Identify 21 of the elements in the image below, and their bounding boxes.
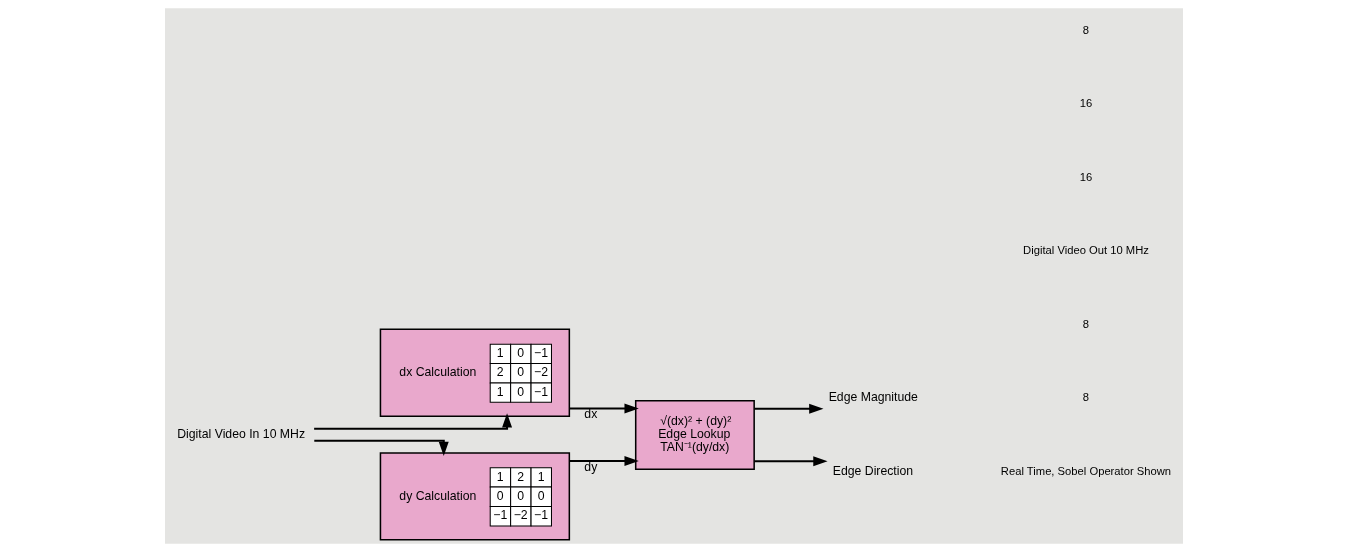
label: 8	[1082, 23, 1090, 36]
arrow	[754, 403, 824, 414]
arrow	[314, 413, 513, 430]
node-text: Edge Direction	[832, 463, 914, 478]
arrow	[314, 439, 449, 456]
node-text: Edge Magnitude	[828, 390, 918, 405]
node-box: dx Calculation 1 0 −1 2 0 −2 1 0 −1	[379, 328, 571, 417]
node-box: dy Calculation 1 2 1 0 0 0 −1 −2 −1	[379, 452, 571, 541]
edge-label: dy	[584, 459, 598, 474]
node-box: √(dx)² + (dy)² Edge Lookup TAN⁻¹(dy/dx)	[634, 400, 755, 470]
label: Digital Video Out 10 MHz	[1023, 244, 1149, 257]
arrow	[569, 403, 639, 414]
arrow	[754, 456, 828, 467]
label: Real Time, Sobel Operator Shown	[1000, 464, 1172, 477]
label: 8	[1082, 391, 1090, 404]
label: 16	[1079, 170, 1093, 183]
edge-label: dx	[584, 407, 598, 422]
label: 8	[1082, 317, 1090, 330]
label: 16	[1079, 97, 1093, 110]
arrow	[569, 456, 639, 467]
node-text: Digital Video In 10 MHz	[177, 427, 306, 442]
